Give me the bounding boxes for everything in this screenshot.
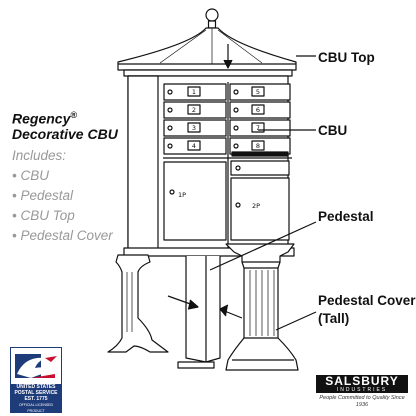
includes-item: • CBU: [12, 168, 49, 183]
pedestal-post: [185, 256, 221, 363]
usps-badge-text: UNITED STATES POSTAL SERVICE EST. 1775 O…: [11, 384, 61, 413]
cbu-top-roof: [117, 27, 297, 71]
door-number-plate: [251, 86, 265, 97]
includes-label: Includes:: [12, 148, 67, 163]
mailbox-door: [163, 101, 227, 119]
door-number-plate: [251, 140, 265, 151]
lock-icon: [233, 89, 239, 95]
mailbox-door: [229, 83, 291, 101]
mailbox-door: [163, 119, 227, 137]
pedestal-base-plate: [177, 361, 215, 369]
door-number: 5: [256, 88, 260, 96]
parcel-locker-door: [230, 177, 290, 241]
product-subtitle: Decorative CBU: [12, 126, 118, 142]
small-door: [230, 160, 290, 176]
callout-pedestal: Pedestal: [318, 209, 374, 224]
parcel-locker-number: 2P: [252, 202, 260, 210]
roof-rib: [159, 29, 207, 64]
door-number-plate: [187, 140, 201, 151]
lock-icon: [167, 89, 173, 95]
usps-eagle-logo: [11, 348, 61, 384]
outgoing-mail-slot: [231, 151, 289, 157]
door-number-plate: [251, 122, 265, 133]
usps-line: EST. 1775: [24, 396, 48, 402]
usps-line: UNITED STATES: [16, 384, 56, 390]
registered-mark: ®: [70, 110, 77, 120]
mailbox-door: [163, 83, 227, 101]
lock-icon: [167, 125, 173, 131]
usps-licensed-badge: UNITED STATES POSTAL SERVICE EST. 1775 O…: [10, 347, 62, 413]
callout-pedestal-cover-tall: (Tall): [318, 311, 350, 326]
parcel-locker-number: 1P: [178, 191, 186, 199]
brand-name: SALSBURY: [325, 374, 399, 388]
lock-icon: [235, 202, 241, 208]
arrowhead-icon: [223, 59, 233, 69]
cbu-top-band: [123, 69, 293, 77]
brand-sub: INDUSTRIES: [336, 387, 388, 393]
cbu-cabinet-side: [127, 75, 159, 255]
lock-icon: [167, 107, 173, 113]
finial-ball: [205, 8, 219, 22]
includes-item: • Pedestal: [12, 188, 74, 203]
door-number: 8: [256, 142, 260, 150]
mailbox-door: [229, 119, 291, 137]
door-number: 6: [256, 106, 260, 114]
leader-pedestal-cover: [275, 311, 317, 331]
usps-line: OFFICIAL LICENSED PRODUCT: [18, 403, 54, 413]
arrowhead-icon: [187, 299, 199, 310]
mailbox-door: [229, 101, 291, 119]
brand-tagline: People Committed to Quality Since 1936: [319, 395, 405, 408]
parcel-locker-door: [163, 161, 227, 241]
includes-item: • Pedestal Cover: [12, 228, 113, 243]
mailbox-door: [163, 137, 227, 155]
pedestal-cover-back: [107, 254, 169, 353]
arrowhead-icon: [219, 304, 229, 317]
door-number-plate: [251, 104, 265, 115]
callout-cbu-top: CBU Top: [318, 50, 375, 65]
callout-cbu: CBU: [318, 123, 348, 138]
callout-pedestal-cover: Pedestal Cover: [318, 293, 416, 308]
lock-icon: [233, 107, 239, 113]
door-number: 3: [192, 124, 196, 132]
finial-neck: [207, 20, 217, 29]
leader-pedestal: [209, 221, 317, 271]
product-title: Regency®: [12, 110, 77, 127]
salsbury-logo: SALSBURY INDUSTRIES People Committed to …: [316, 375, 408, 411]
door-number-plate: [187, 86, 201, 97]
door-number: 7: [256, 124, 260, 132]
includes-item: • CBU Top: [12, 208, 75, 223]
door-number: 2: [192, 106, 196, 114]
door-number: 4: [192, 142, 196, 150]
roof-rib: [217, 29, 263, 64]
salsbury-wordmark: SALSBURY INDUSTRIES: [316, 375, 408, 393]
lock-icon: [235, 165, 241, 171]
lock-icon: [169, 189, 175, 195]
usps-line: POSTAL SERVICE: [14, 390, 58, 396]
door-number-plate: [187, 104, 201, 115]
door-number: 1: [192, 88, 196, 96]
door-number-plate: [187, 122, 201, 133]
lock-icon: [233, 143, 239, 149]
lock-icon: [167, 143, 173, 149]
lock-icon: [233, 125, 239, 131]
